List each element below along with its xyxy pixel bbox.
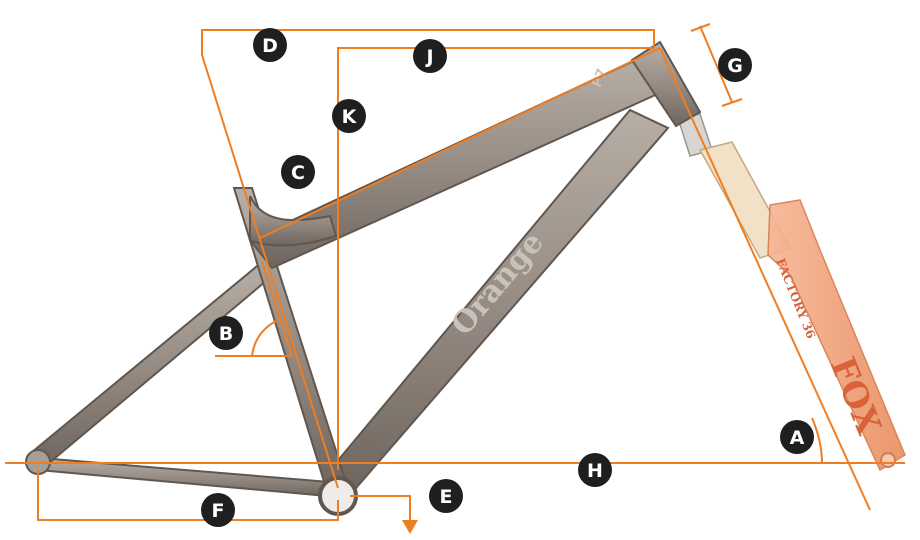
dimension-line-a <box>659 47 871 511</box>
badge-e: E <box>429 479 463 513</box>
badge-k: K <box>332 99 366 133</box>
svg-text:B: B <box>219 323 233 345</box>
frame-model-text: P7 <box>590 67 610 90</box>
bike-frame <box>25 40 702 516</box>
badge-h: H <box>578 453 612 487</box>
badge-d: D <box>253 28 287 62</box>
dimension-line-f <box>37 470 339 521</box>
seat-stay <box>30 260 274 466</box>
dimension-line-b-axis <box>261 261 293 357</box>
dimension-lines <box>5 23 905 521</box>
dimension-line-c <box>259 47 661 239</box>
front-axle <box>880 452 896 468</box>
bb-drop-arrow <box>402 520 418 534</box>
svg-text:A: A <box>790 427 805 449</box>
svg-text:E: E <box>440 486 453 508</box>
svg-text:D: D <box>262 35 278 57</box>
dimension-line-j-k <box>337 47 654 470</box>
badge-j: J <box>413 39 447 73</box>
dimension-line-g <box>699 25 733 103</box>
dimension-line-d <box>201 29 655 489</box>
dimension-arc-b <box>251 319 279 357</box>
svg-text:F: F <box>212 500 225 522</box>
svg-text:J: J <box>424 46 433 68</box>
badge-b: B <box>209 316 243 350</box>
svg-text:K: K <box>342 106 358 128</box>
dimension-arc-a <box>811 417 823 464</box>
svg-text:G: G <box>727 55 743 77</box>
dimension-badges: A B C D E F G H J K <box>201 28 814 527</box>
badge-f: F <box>201 493 235 527</box>
badge-c: C <box>281 155 315 189</box>
dimension-line-e <box>350 495 411 520</box>
badge-a: A <box>780 420 814 454</box>
svg-text:C: C <box>291 162 305 184</box>
badge-g: G <box>718 48 752 82</box>
svg-text:H: H <box>587 460 603 482</box>
top-tube-gusset <box>249 195 338 247</box>
suspension-fork: FACTORY 36 FOX <box>677 113 906 472</box>
